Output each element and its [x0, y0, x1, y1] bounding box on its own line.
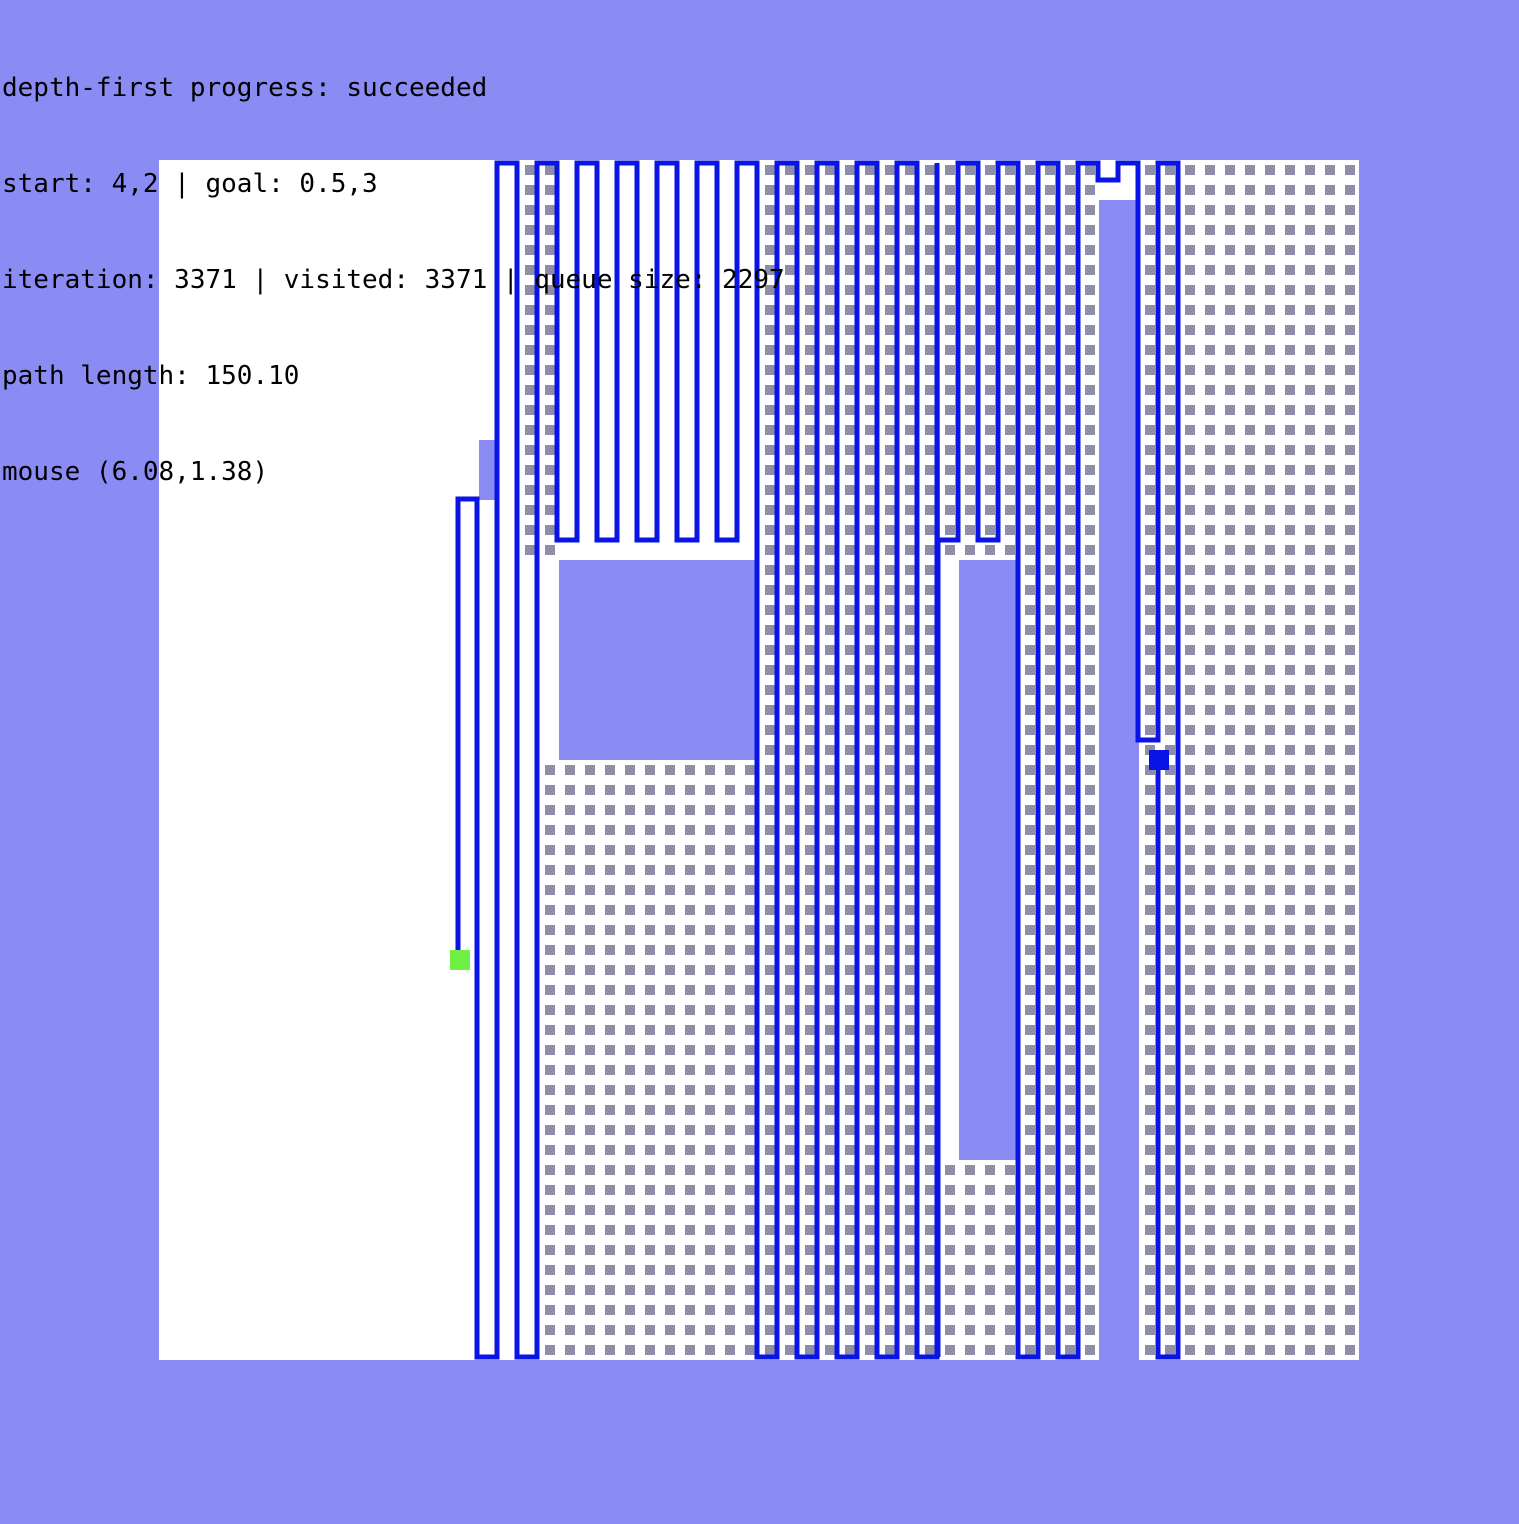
search-path: [455, 160, 1181, 1360]
obstacle-small: [479, 440, 499, 500]
path-length-readout: path length: 150.10: [2, 361, 300, 391]
start-marker: [450, 950, 470, 970]
search-counters: iteration: 3371 | visited: 3371 | queue …: [2, 265, 785, 295]
obstacle-column: [1099, 200, 1139, 1360]
status-panel: depth-first progress: succeeded start: 4…: [2, 8, 785, 520]
goal-marker: [1149, 750, 1169, 770]
obstacles: [479, 200, 1139, 1360]
start-goal-readout: start: 4,2 | goal: 0.5,3: [2, 169, 378, 199]
obstacle-square: [559, 560, 759, 760]
mouse-coordinates: mouse (6.08,1.38): [2, 457, 269, 487]
obstacle-tall: [959, 560, 1019, 1160]
algorithm-status: depth-first progress: succeeded: [2, 73, 488, 103]
